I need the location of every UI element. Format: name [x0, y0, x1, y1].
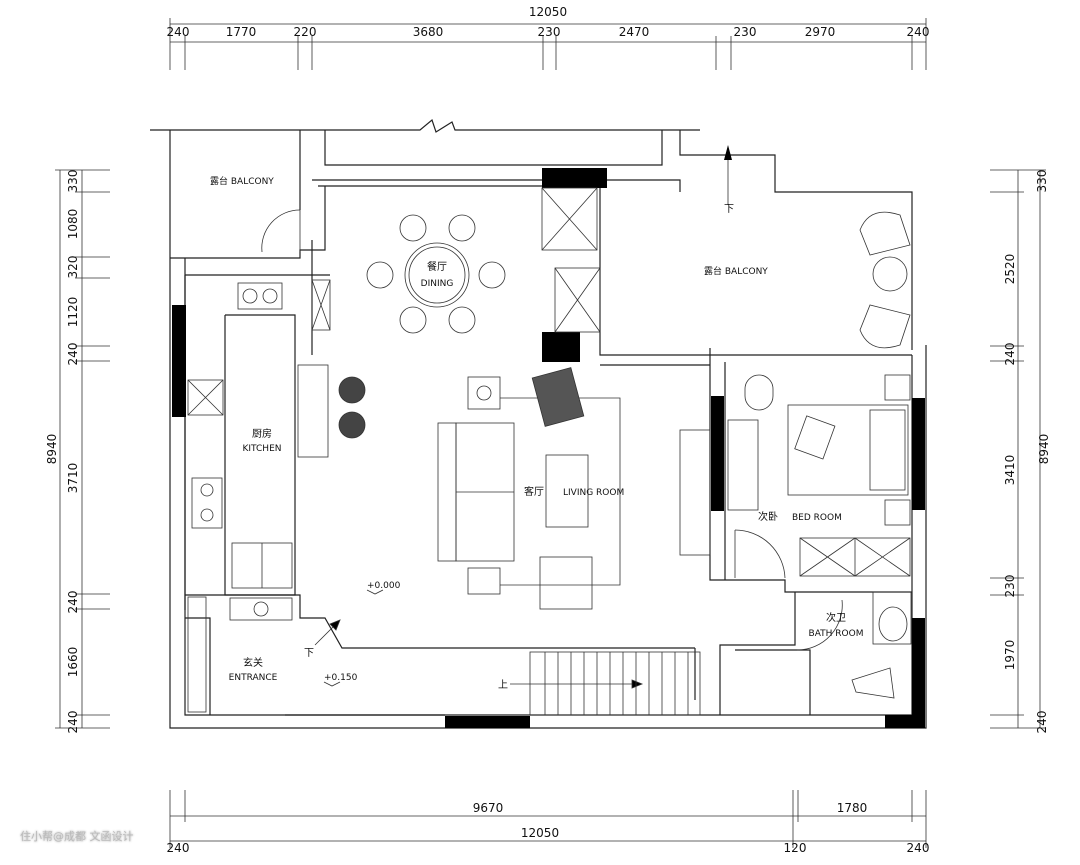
wall-columns [172, 168, 925, 728]
left-dim: 240 [66, 591, 80, 614]
top-dim: 230 [734, 25, 757, 39]
level-entrance: +0.150 [324, 673, 358, 683]
left-dim: 330 [66, 170, 80, 193]
top-dim: 240 [907, 25, 930, 39]
top-dim: 240 [167, 25, 190, 39]
watermark: 住小帮@成都 文函设计 [20, 830, 134, 843]
stair-down-entrance: 下 [304, 648, 314, 659]
bottom-dim: 120 [784, 841, 807, 855]
top-dimensions [169, 18, 927, 70]
right-dim: 240 [1035, 711, 1049, 734]
level-marker-icon [323, 681, 341, 687]
dining-label-en: DINING [421, 279, 454, 289]
entrance-label-cn: 玄关 [243, 656, 263, 669]
top-dim: 2470 [619, 25, 650, 39]
right-dim: 240 [1003, 343, 1017, 366]
left-total-dim: 8940 [45, 434, 59, 465]
top-dim: 1770 [226, 25, 257, 39]
bath-label-cn: 次卫 [826, 611, 846, 624]
top-dim: 3680 [413, 25, 444, 39]
left-dim: 3710 [66, 463, 80, 494]
kitchen-label-cn: 厨房 [252, 427, 272, 440]
bath-label-en: BATH ROOM [809, 629, 864, 639]
living-label-en: LIVING ROOM [563, 488, 624, 498]
balcony-left-label: 露台 BALCONY [210, 175, 274, 187]
fixtures [187, 150, 912, 716]
right-dim: 1970 [1003, 640, 1017, 671]
top-dim: 230 [538, 25, 561, 39]
entrance-arrow [314, 619, 341, 646]
dining-chairs [366, 214, 506, 334]
right-dim: 230 [1003, 575, 1017, 598]
right-dimensions [990, 169, 1046, 729]
kitchen-label-en: KITCHEN [243, 444, 282, 454]
dining-label-cn: 餐厅 [427, 260, 447, 273]
right-dim: 2520 [1003, 254, 1017, 285]
left-dim: 320 [66, 256, 80, 279]
level-living: +0.000 [367, 581, 401, 591]
left-dim: 240 [66, 343, 80, 366]
left-dim: 1660 [66, 647, 80, 678]
stair-down-top: 下 [724, 204, 734, 215]
bedroom-label-cn: 次卧 [758, 510, 778, 523]
bottom-total-dim: 12050 [521, 826, 559, 840]
bottom-dim: 9670 [473, 801, 504, 815]
bottom-dim: 1780 [837, 801, 868, 815]
top-dim: 2970 [805, 25, 836, 39]
arrow-up-icon [724, 145, 732, 160]
bottom-dim: 240 [907, 841, 930, 855]
balcony-right-label: 露台 BALCONY [704, 265, 768, 277]
bedroom-label-en: BED ROOM [792, 513, 842, 523]
living-label-cn: 客厅 [524, 485, 544, 498]
left-dimensions [55, 169, 110, 729]
right-dim: 330 [1035, 170, 1049, 193]
left-dim: 1120 [66, 297, 80, 328]
bottom-dim: 240 [167, 841, 190, 855]
right-dim: 3410 [1003, 455, 1017, 486]
entrance-label-en: ENTRANCE [229, 673, 278, 683]
top-dim: 220 [294, 25, 317, 39]
bottom-dimensions [169, 790, 927, 848]
stair-up: 上 [498, 679, 508, 691]
top-total-dim: 12050 [529, 5, 567, 19]
left-dim: 1080 [66, 209, 80, 240]
right-total-dim: 8940 [1037, 434, 1051, 465]
staircase [529, 651, 701, 716]
left-dim: 240 [66, 711, 80, 734]
level-marker-icon [366, 589, 384, 595]
